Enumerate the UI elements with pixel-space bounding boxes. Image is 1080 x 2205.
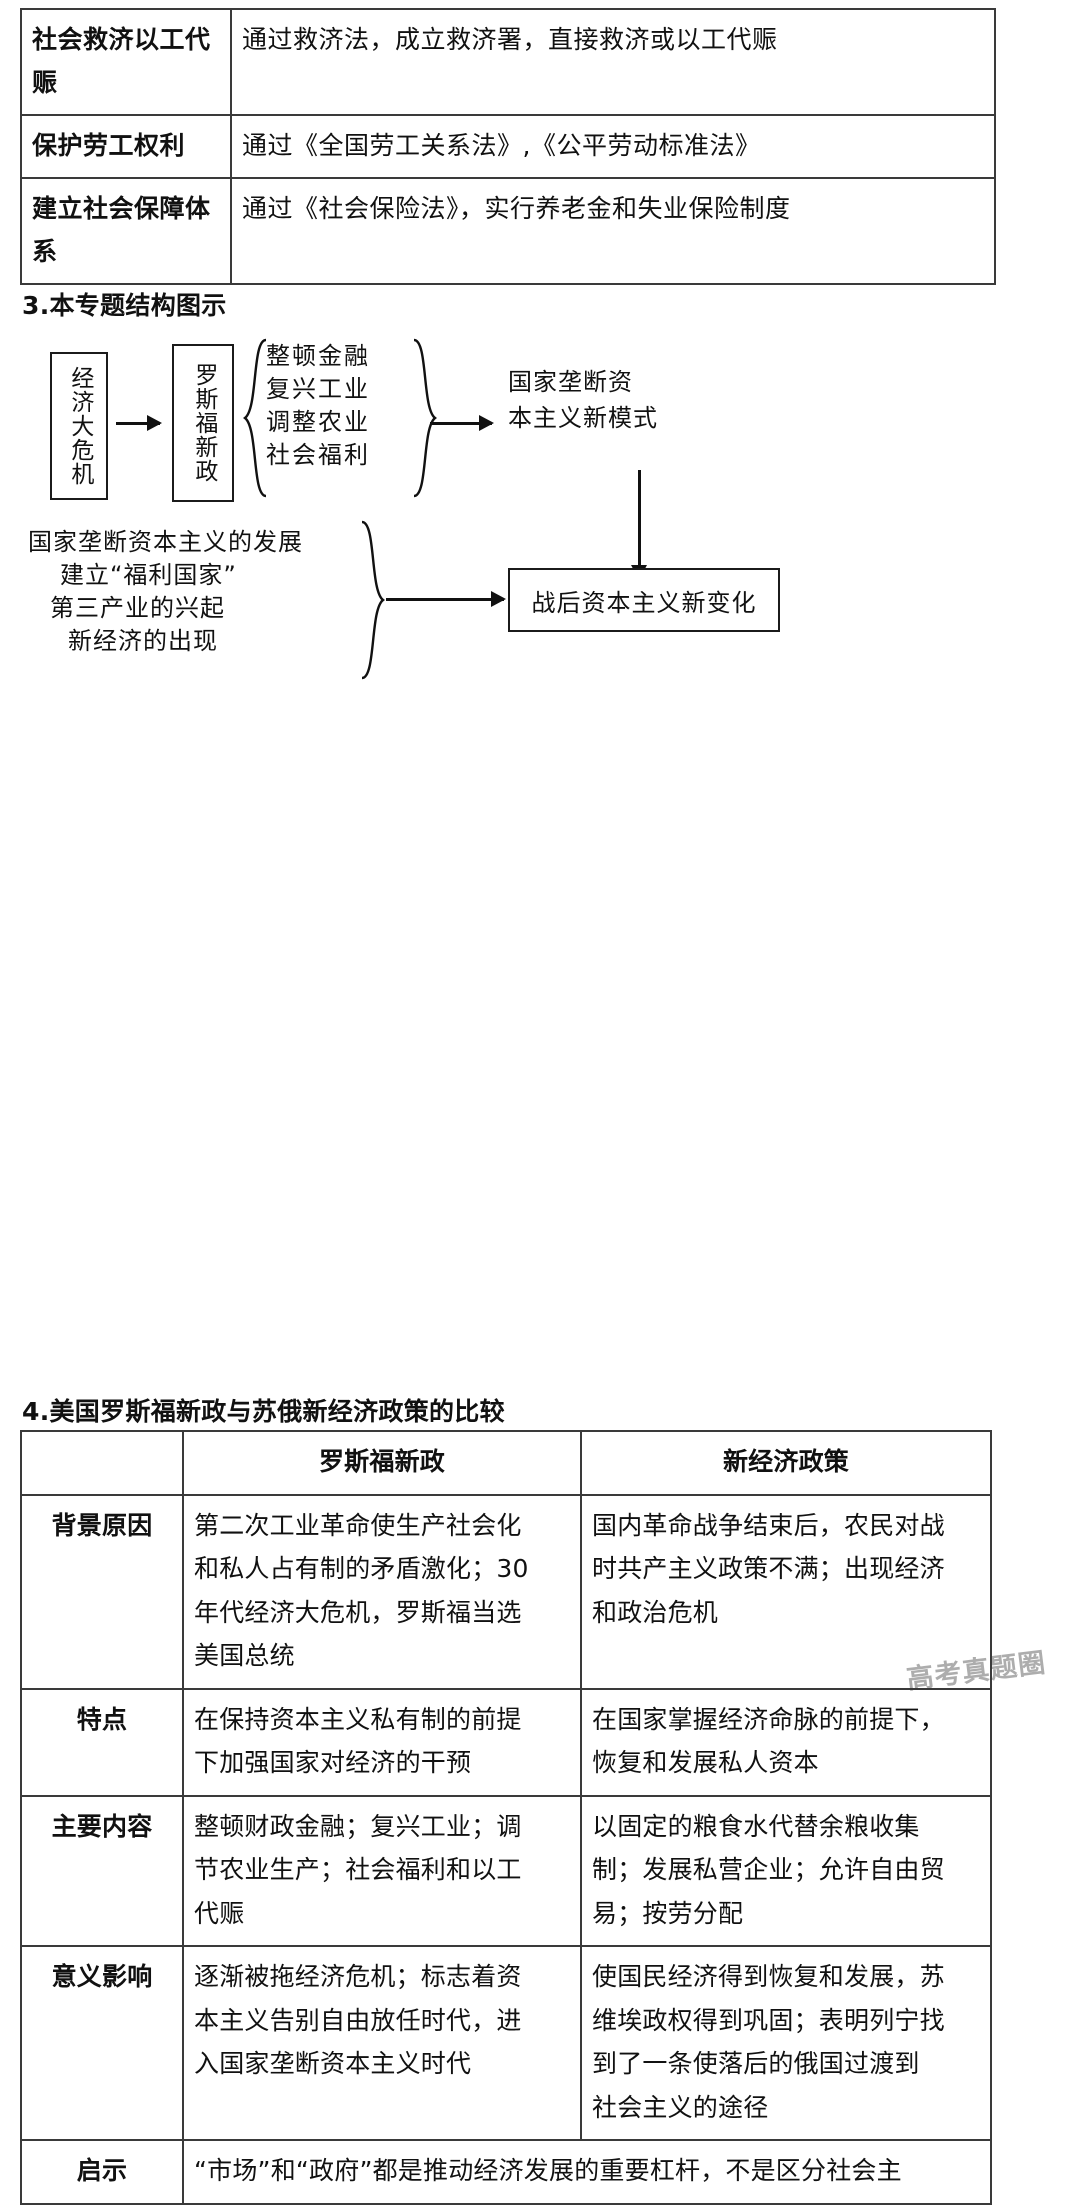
diagram-box-label: 经济大危机 [66,366,93,486]
diagram-box-postwar-changes: 战后资本主义新变化 [508,568,780,632]
arrow-right-icon [430,415,494,431]
change-item: 新经济的出现 [68,627,218,656]
measure-item: 调整农业 [266,408,370,437]
section-heading-comparison: 4.美国罗斯福新政与苏俄新经济政策的比较 [22,1397,505,1426]
row-label-significance: 意义影响 [20,1945,184,2141]
policy-content: 通过《全国劳工关系法》,《公平劳动标准法》 [230,114,996,179]
brace-right-icon [412,338,438,498]
cell-line: 时共产主义政策不满；出现经济 [592,1554,945,1583]
change-item: 国家垄断资本主义的发展 [28,528,303,556]
arrow-right-icon [386,591,506,607]
cell-line: 节农业生产；社会福利和以工 [194,1855,522,1884]
policy-content: 通过《社会保险法》，实行养老金和失业保险制度 [230,177,996,285]
table-row: 意义影响 逐渐被拖经济危机；标志着资 本主义告别自由放任时代，进 入国家垄断资本… [20,1945,992,2141]
cell-nep-characteristics: 在国家掌握经济命脉的前提下， 恢复和发展私人资本 [580,1687,992,1797]
comparison-table: 罗斯福新政 新经济政策 背景原因 第二次工业革命使生产社会化 和私人占有制的矛盾… [20,1430,992,2205]
cell-enlightenment-content: “市场”和“政府”都是推动经济发展的重要杠杆，不是区分社会主 [182,2139,992,2205]
cell-line: 和政治危机 [592,1597,719,1627]
change-item: 建立“福利国家” [60,561,237,590]
diagram-box-new-deal: 罗斯福新政 [172,344,234,502]
measure-item: 整顿金融 [266,342,370,370]
diagram-measure-list: 整顿金融 复兴工业 调整农业 社会福利 [266,340,370,472]
cell-line: 在保持资本主义私有制的前提 [194,1704,522,1734]
column-header-new-deal: 罗斯福新政 [182,1430,582,1496]
table-row: 启示 “市场”和“政府”都是推动经济发展的重要杠杆，不是区分社会主 [20,2139,992,2205]
policy-label: 保护劳工权利 [20,114,232,179]
measure-item: 社会福利 [266,441,370,470]
measure-item: 复兴工业 [266,375,370,404]
cell-line: 到了一条使落后的俄国过渡到 [592,2049,920,2078]
arrow-down-icon [631,470,647,580]
table-row: 保护劳工权利 通过《全国劳工关系法》,《公平劳动标准法》 [20,114,996,179]
result-model-line: 国家垄断资 [508,368,633,396]
row-label-enlightenment: 启示 [20,2139,184,2205]
arrow-right-icon [116,415,162,431]
policy-label: 建立社会保障体系 [20,177,232,285]
cell-nep-significance: 使国民经济得到恢复和发展，苏 维埃政权得到巩固；表明列宁找 到了一条使落后的俄国… [580,1945,992,2141]
cell-line: 社会主义的途径 [592,2092,769,2122]
diagram-box-label: 战后资本主义新变化 [531,588,757,617]
column-header-nep: 新经济政策 [580,1430,992,1496]
cell-line: 年代经济大危机，罗斯福当选 [194,1597,522,1627]
table-row: 特点 在保持资本主义私有制的前提 下加强国家对经济的干预 在国家掌握经济命脉的前… [20,1687,992,1797]
diagram-changes-list: 国家垄断资本主义的发展 建立“福利国家” 第三产业的兴起 新经济的出现 [28,526,303,658]
section-heading-structure: 3.本专题结构图示 [22,291,227,320]
cell-line: 逐渐被拖经济危机；标志着资 [194,1962,522,1991]
cell-line: 美国总统 [194,1641,295,1670]
brace-right-icon [360,520,386,680]
cell-line: 整顿财政金融；复兴工业；调 [194,1811,522,1841]
cell-line: 恢复和发展私人资本 [592,1748,819,1777]
cell-line: 本主义告别自由放任时代，进 [194,2005,522,2035]
diagram-result-model: 国家垄断资 本主义新模式 [508,364,658,436]
diagram-box-label: 罗斯福新政 [190,363,217,483]
row-label-characteristics: 特点 [20,1687,184,1797]
cell-new-deal-background: 第二次工业革命使生产社会化 和私人占有制的矛盾激化；30 年代经济大危机，罗斯福… [182,1493,582,1690]
table-row: 社会救济以工代赈 通过救济法，成立救济署，直接救济或以工代赈 [20,8,996,116]
table-header-row: 罗斯福新政 新经济政策 [20,1430,992,1496]
structure-flow-diagram: 经济大危机 罗斯福新政 整顿金融 复兴工业 调整农业 社会福利 国家垄断资 [20,330,980,680]
policy-content: 通过救济法，成立救济署，直接救济或以工代赈 [230,8,996,116]
cell-line: 以固定的粮食水代替余粮收集 [592,1811,920,1841]
row-label-main-content: 主要内容 [20,1794,184,1947]
table-row: 背景原因 第二次工业革命使生产社会化 和私人占有制的矛盾激化；30 年代经济大危… [20,1493,992,1690]
cell-line: 制；发展私营企业；允许自由贸 [592,1855,945,1884]
cell-nep-main-content: 以固定的粮食水代替余粮收集 制；发展私营企业；允许自由贸 易；按劳分配 [580,1794,992,1947]
cell-line: 国内革命战争结束后，农民对战 [592,1510,945,1540]
document-page: 社会救济以工代赈 通过救济法，成立救济署，直接救济或以工代赈 保护劳工权利 通过… [20,8,1048,2205]
cell-new-deal-characteristics: 在保持资本主义私有制的前提 下加强国家对经济的干预 [182,1687,582,1797]
change-item: 第三产业的兴起 [50,594,225,623]
policy-label: 社会救济以工代赈 [20,8,232,116]
cell-line: 第二次工业革命使生产社会化 [194,1510,522,1540]
cell-line: 代赈 [194,1898,245,1928]
cell-line: 和私人占有制的矛盾激化；30 [194,1554,529,1583]
column-header-blank [20,1430,184,1496]
cell-new-deal-significance: 逐渐被拖经济危机；标志着资 本主义告别自由放任时代，进 入国家垄断资本主义时代 [182,1945,582,2141]
policy-measures-table: 社会救济以工代赈 通过救济法，成立救济署，直接救济或以工代赈 保护劳工权利 通过… [20,8,996,285]
cell-nep-background: 国内革命战争结束后，农民对战 时共产主义政策不满；出现经济 和政治危机 [580,1493,992,1690]
cell-line: 使国民经济得到恢复和发展，苏 [592,1962,945,1991]
cell-line: 入国家垄断资本主义时代 [194,2049,472,2078]
table-row: 建立社会保障体系 通过《社会保险法》，实行养老金和失业保险制度 [20,177,996,285]
result-model-line: 本主义新模式 [508,404,658,432]
row-label-background: 背景原因 [20,1493,184,1690]
cell-new-deal-main-content: 整顿财政金融；复兴工业；调 节农业生产；社会福利和以工 代赈 [182,1794,582,1947]
brace-left-icon [242,338,268,498]
diagram-box-economic-crisis: 经济大危机 [50,352,108,500]
cell-line: 下加强国家对经济的干预 [194,1748,472,1777]
table-row: 主要内容 整顿财政金融；复兴工业；调 节农业生产；社会福利和以工 代赈 以固定的… [20,1794,992,1947]
cell-line: 在国家掌握经济命脉的前提下， [592,1704,945,1734]
cell-line: 易；按劳分配 [592,1898,744,1928]
cell-line: 维埃政权得到巩固；表明列宁找 [592,2005,945,2035]
